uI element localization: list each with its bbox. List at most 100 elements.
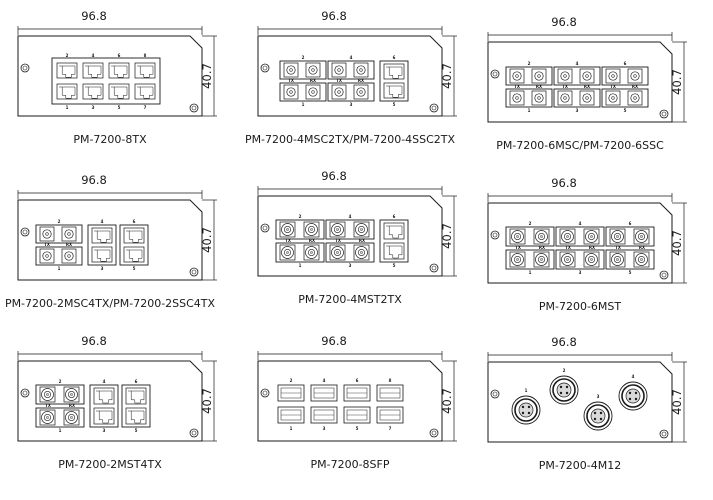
sc-sc-core <box>585 74 589 78</box>
port-number: 6 <box>118 53 121 58</box>
port-number: 6 <box>393 55 396 60</box>
width-label: 96.8 <box>321 334 347 348</box>
port-number: 5 <box>629 270 632 275</box>
port-number: 4 <box>101 219 104 224</box>
port-number: 1 <box>528 108 531 113</box>
port-panel <box>121 384 151 428</box>
st-st-port <box>583 228 600 245</box>
bottom-rj45-port <box>108 83 130 100</box>
port-3-m12-nut <box>583 401 613 431</box>
port-1-m12-thread <box>514 398 538 422</box>
st-st-port <box>329 221 346 238</box>
port-number: 6 <box>629 221 632 226</box>
sc-sc-core <box>359 68 363 72</box>
st-st-bayonet <box>305 246 318 259</box>
width-label: 96.8 <box>551 335 577 349</box>
port-number: 2 <box>529 221 532 226</box>
port-number: 3 <box>576 108 579 113</box>
port-number: 3 <box>579 270 582 275</box>
sc-sc-port <box>509 68 525 84</box>
rj-rj45-jack <box>386 85 403 98</box>
sc-sc-port <box>531 68 547 84</box>
port-panel <box>275 242 325 263</box>
st-st-core <box>516 235 519 238</box>
rj-rj45-jack <box>128 410 145 424</box>
st-st-ring <box>357 226 365 234</box>
sc-sc-ferrule <box>512 93 522 103</box>
mounting-screw-1 <box>429 263 439 273</box>
port-number: 5 <box>356 426 359 431</box>
port-number: 1 <box>302 102 305 107</box>
port-panel <box>379 219 409 263</box>
top-sfp-cage <box>310 384 338 402</box>
width-label: 96.8 <box>321 169 347 183</box>
port-panel <box>35 246 83 266</box>
st-st-ring <box>563 233 571 241</box>
sc-sc-port <box>579 68 595 84</box>
rj-rj45-port <box>91 246 113 263</box>
port-3-m12-thread <box>586 404 610 428</box>
st-st-port <box>633 251 650 268</box>
sc-sc-ferrule <box>64 229 74 239</box>
mounting-screw-1 <box>429 428 439 438</box>
rj-rj45-jack <box>94 249 111 262</box>
port-4-m12-pin-1 <box>634 391 638 395</box>
port-number: 1 <box>66 105 69 110</box>
sc-sc-port <box>605 90 621 106</box>
st-st-port <box>509 228 526 245</box>
port-4-m12-thread <box>621 384 645 408</box>
top-rj45-jack <box>111 65 128 78</box>
port-panel <box>553 88 601 108</box>
module-2sc4tx: 96.840.7PM-7200-2MSC4TX/PM-7200-2SSC4TXT… <box>5 173 217 310</box>
m12-port-number: 4 <box>632 374 635 379</box>
height-label: 40.7 <box>670 389 684 415</box>
sc-sc-core <box>563 96 567 100</box>
bottom-rj45-jack <box>137 86 154 99</box>
m12-port-number: 1 <box>525 388 528 393</box>
tx-label: TX <box>515 245 521 250</box>
tx-label: TX <box>336 78 342 83</box>
st-st-bayonet <box>561 253 574 266</box>
sc-sc-ferrule <box>512 71 522 81</box>
port-3-m12-pin-0 <box>593 411 597 415</box>
port-number: 5 <box>135 428 138 433</box>
m12-port-number: 2 <box>563 368 566 373</box>
height-label: 40.7 <box>670 69 684 95</box>
st-st-core <box>640 235 643 238</box>
port-4-m12-nut <box>618 381 648 411</box>
st-st-ring <box>587 255 595 263</box>
port-number: 6 <box>393 214 396 219</box>
st-st-core <box>540 258 543 261</box>
port-1-m12-pin-3 <box>527 411 531 415</box>
st-st-core <box>640 258 643 261</box>
width-label: 96.8 <box>81 334 107 348</box>
bottom-rj45-jack <box>59 86 76 99</box>
sc-sc-ferrule <box>630 71 640 81</box>
bottom-sfp-cage <box>343 406 371 424</box>
mounting-screw-inner-0 <box>492 391 498 397</box>
sc-sc-core <box>515 96 519 100</box>
st-st-port <box>633 228 650 245</box>
height-label: 40.7 <box>440 63 454 89</box>
bottom-sfp-cage <box>310 406 338 424</box>
module-4sc2tx: 96.840.7PM-7200-4MSC2TX/PM-7200-4SSC2TXT… <box>245 9 457 146</box>
mounting-screw-inner-1 <box>431 430 437 436</box>
st-st-port <box>533 228 550 245</box>
rx-label: RX <box>358 78 364 83</box>
port-number: 2 <box>290 378 293 383</box>
sc-sc-port <box>627 90 643 106</box>
tx-label: TX <box>610 84 616 89</box>
module-caption: PM-7200-8TX <box>73 133 147 146</box>
mounting-screw-inner-1 <box>191 105 197 111</box>
st-st-bayonet <box>585 253 598 266</box>
sc-sc-port <box>39 248 55 264</box>
sc-sc-core <box>515 74 519 78</box>
port-3-m12-insert <box>590 408 606 424</box>
sc-sc-port <box>353 62 369 78</box>
